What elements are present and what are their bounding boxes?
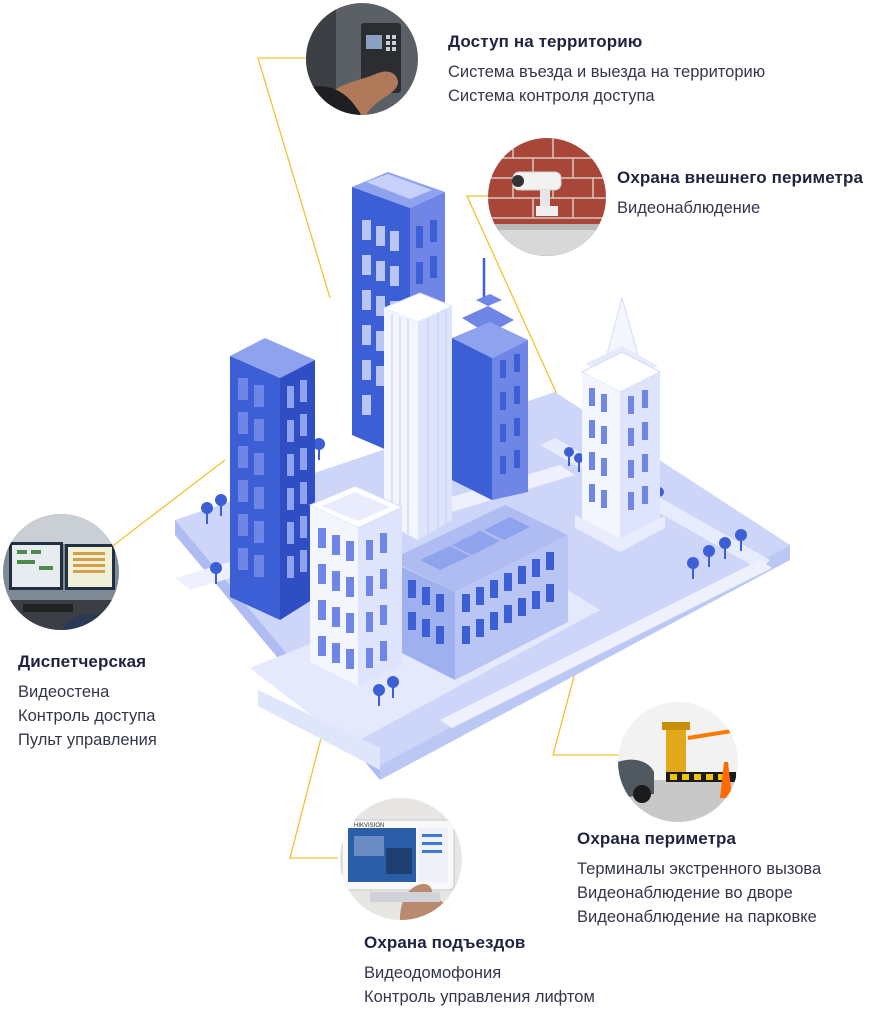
entrances-line-1: Видеодомофония [364,964,502,982]
photo-outer-perimeter [488,138,606,256]
photo-access [306,3,418,115]
bullet-camera-icon [488,138,606,256]
entrances-title: Охрана подъездов [364,933,526,952]
intercom-screen-icon: HIKVISION [340,798,462,920]
dispatch-line-3: Пульт управления [18,731,157,749]
dispatch-title: Диспетчерская [18,652,147,671]
perimeter-title: Охрана периметра [577,829,737,848]
callout-outer-perimeter: Охрана внешнего периметра Видеонаблюдени… [617,168,863,220]
tower-left [230,338,315,620]
entrances-line-2: Контроль управления лифтом [364,988,595,1006]
trees [201,438,747,706]
callout-dispatch: Диспетчерская Видеостена Контроль доступ… [18,652,157,752]
perimeter-line-3: Видеонаблюдение на парковке [577,908,817,926]
keypad-access-icon [306,3,418,115]
intercom-brand: HIKVISION [354,823,384,829]
access-title: Доступ на территорию [448,32,643,51]
dispatch-line-2: Контроль доступа [18,707,156,725]
callout-perimeter: Охрана периметра Терминалы экстренного в… [577,829,821,929]
leader-line-entrances [289,714,338,859]
dispatch-line-1: Видеостена [18,683,110,701]
callout-entrances: Охрана подъездов Видеодомофония Контроль… [364,933,595,1009]
low-building [390,505,568,680]
monitors-icon [3,514,119,630]
photo-dispatch [3,514,119,630]
leader-line-outer [465,195,566,413]
tower-spire [452,258,528,500]
photo-perimeter [618,702,738,822]
tower-front-white [308,485,404,686]
callout-access: Доступ на территорию Система въезда и вы… [448,32,765,108]
tower-cone [575,296,665,552]
perimeter-line-1: Терминалы экстренного вызова [577,860,822,878]
outer-perimeter-line-1: Видеонаблюдение [617,199,761,217]
access-line-2: Система контроля доступа [448,87,655,105]
barrier-gate-icon [618,702,738,822]
access-line-1: Система въезда и выезда на территорию [448,63,766,81]
perimeter-line-2: Видеонаблюдение во дворе [577,884,793,902]
outer-perimeter-title: Охрана внешнего периметра [617,168,864,187]
leader-line-dispatch [109,459,226,549]
tower-white-striped [382,292,454,540]
photo-entrances: HIKVISION [340,798,462,920]
leader-line-access [257,57,331,299]
